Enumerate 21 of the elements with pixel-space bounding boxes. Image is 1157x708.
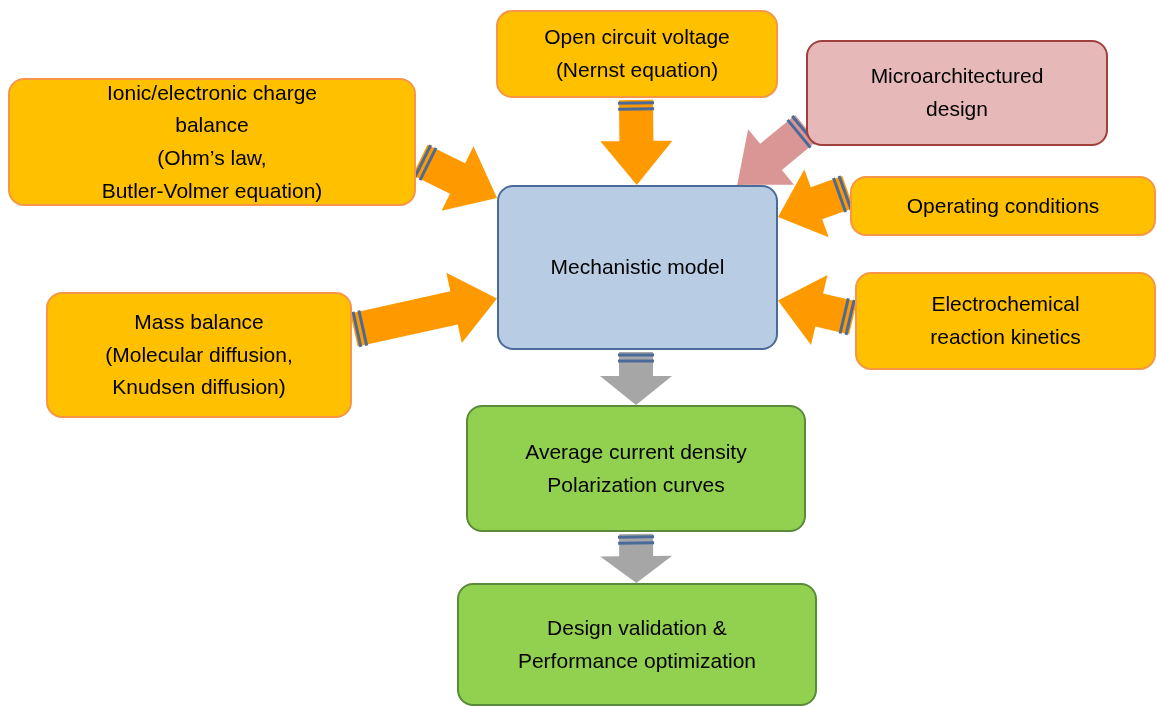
box-label: Electrochemical reaction kinetics	[929, 291, 1082, 350]
input-box	[496, 10, 778, 98]
box-label: Mechanistic model	[550, 254, 725, 281]
box-label: Ionic/electronic charge balance	[105, 79, 319, 139]
input-box	[46, 292, 352, 418]
input-box	[855, 272, 1156, 370]
box-label: Average current density Polarization curves	[524, 438, 748, 498]
box-label: (Ohm’s law,	[157, 145, 267, 171]
design-box	[806, 40, 1108, 146]
box-label: Butler-Volmer equation)	[101, 177, 323, 204]
box-label: Operating conditions	[906, 192, 1100, 219]
box-label: Mass balance	[134, 309, 264, 336]
output-box	[457, 583, 817, 706]
box-label: Design validation & Performance optimization	[516, 614, 758, 674]
input-box	[8, 78, 416, 206]
box-label: Open circuit voltage (Nernst equation)	[543, 24, 731, 83]
box-label: (Molecular diffusion, Knudsen diffusion)	[104, 341, 294, 401]
input-box	[850, 176, 1156, 236]
model-box	[497, 185, 778, 350]
output-box	[466, 405, 806, 532]
box-label: Microarchitectured design	[869, 63, 1045, 122]
